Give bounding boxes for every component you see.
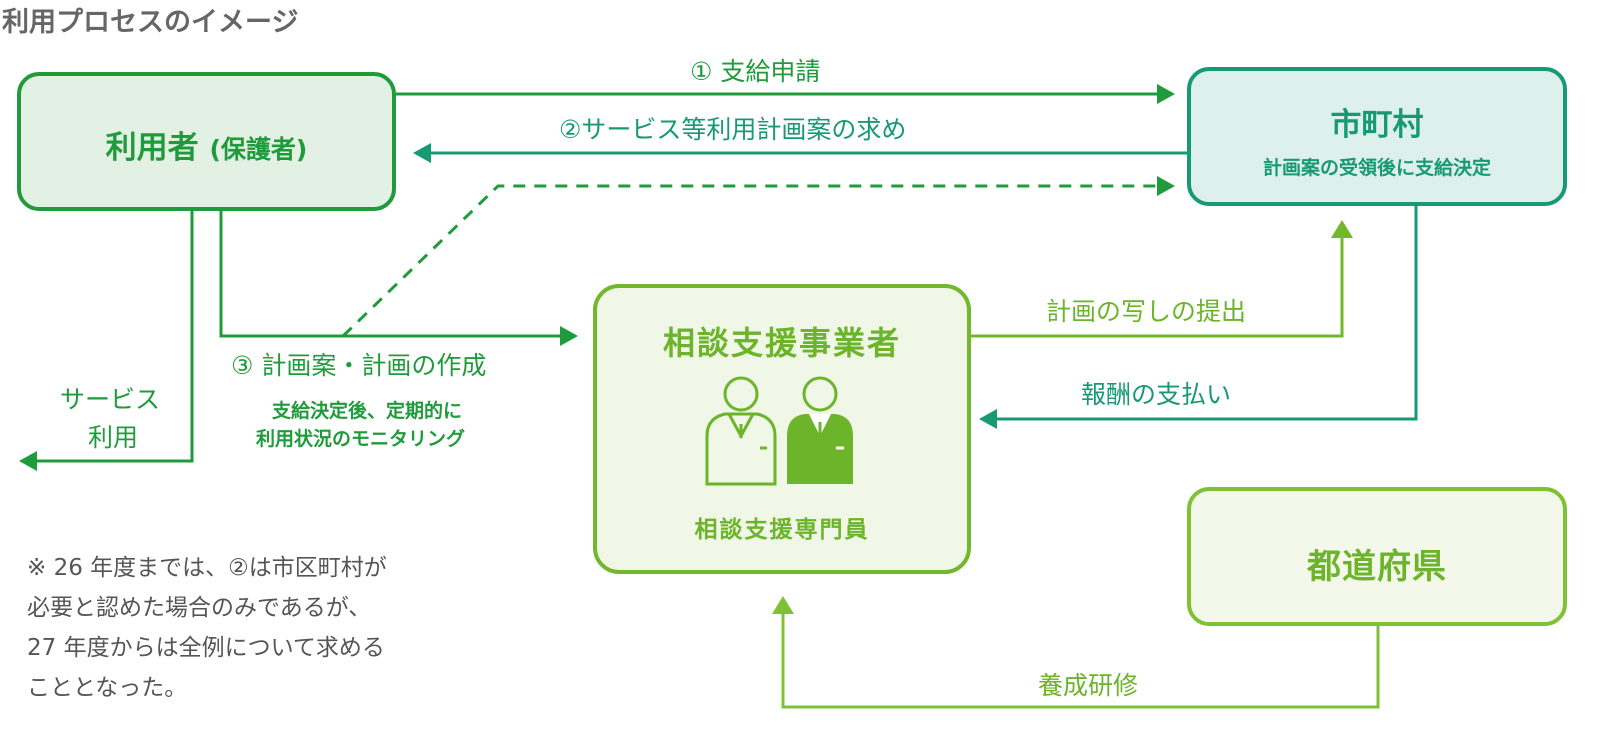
arrowhead-submit-copy xyxy=(1331,220,1353,238)
label-monitoring-1: 支給決定後、定期的に xyxy=(272,400,463,422)
node-city-label: 市町村 xyxy=(1330,107,1424,143)
arrow-create-plan xyxy=(219,211,560,338)
footnote-line: こととなった。 xyxy=(27,675,188,701)
node-prefecture-label: 都道府県 xyxy=(1307,547,1447,587)
label-payment: 報酬の支払い xyxy=(1081,380,1232,409)
arrowhead-apply xyxy=(1157,84,1175,104)
footnote-line: 必要と認めた場合のみであるが、 xyxy=(27,595,372,621)
label-apply: ① 支給申請 xyxy=(690,57,821,86)
staff-outline-icon xyxy=(705,376,777,486)
label-service-use-2: 利用 xyxy=(88,423,139,452)
arrow-dashed-plan-submit xyxy=(341,184,1158,338)
node-user: 利用者 (保護者) xyxy=(17,72,396,211)
node-consult: 相談支援事業者 相談支援専門員 xyxy=(593,284,971,574)
arrowhead-service-use xyxy=(19,451,37,471)
label-submit-copy: 計画の写しの提出 xyxy=(1046,297,1247,326)
node-user-sublabel: (保護者) xyxy=(209,135,308,164)
two-staff-icon xyxy=(705,376,853,486)
arrow-submit-copy xyxy=(971,238,1344,338)
node-city: 市町村 計画案の受領後に支給決定 xyxy=(1187,67,1567,206)
arrowhead-training xyxy=(772,596,794,614)
label-training: 養成研修 xyxy=(1038,671,1139,700)
arrow-payment xyxy=(996,206,1418,421)
node-user-label: 利用者 xyxy=(105,130,199,166)
arrowhead-create-plan xyxy=(560,326,578,346)
label-create-plan: ③ 計画案・計画の作成 xyxy=(231,351,487,380)
node-prefecture: 都道府県 xyxy=(1187,487,1567,626)
staff-filled-icon xyxy=(787,376,853,484)
arrowhead-payment xyxy=(979,409,997,429)
label-monitoring-2: 利用状況のモニタリング xyxy=(256,428,466,450)
footnote-line: 27 年度からは全例について求める xyxy=(27,635,385,661)
arrow-service-use xyxy=(36,211,194,463)
node-consult-label: 相談支援事業者 xyxy=(662,324,901,362)
page-title: 利用プロセスのイメージ xyxy=(2,7,299,38)
arrow-training xyxy=(781,613,1380,709)
label-request-plan: ②サービス等利用計画案の求め xyxy=(559,115,907,144)
arrowhead-request-plan xyxy=(413,143,431,163)
footnote: ※ 26 年度までは、②は市区町村が 必要と認めた場合のみであるが、 27 年度… xyxy=(27,548,387,708)
label-service-use-1: サービス xyxy=(60,385,161,414)
node-city-sub: 計画案の受領後に支給決定 xyxy=(1262,157,1491,179)
footnote-line: ※ 26 年度までは、②は市区町村が xyxy=(27,555,387,581)
arrowhead-dashed xyxy=(1157,176,1175,196)
node-consult-sub: 相談支援専門員 xyxy=(694,517,870,543)
